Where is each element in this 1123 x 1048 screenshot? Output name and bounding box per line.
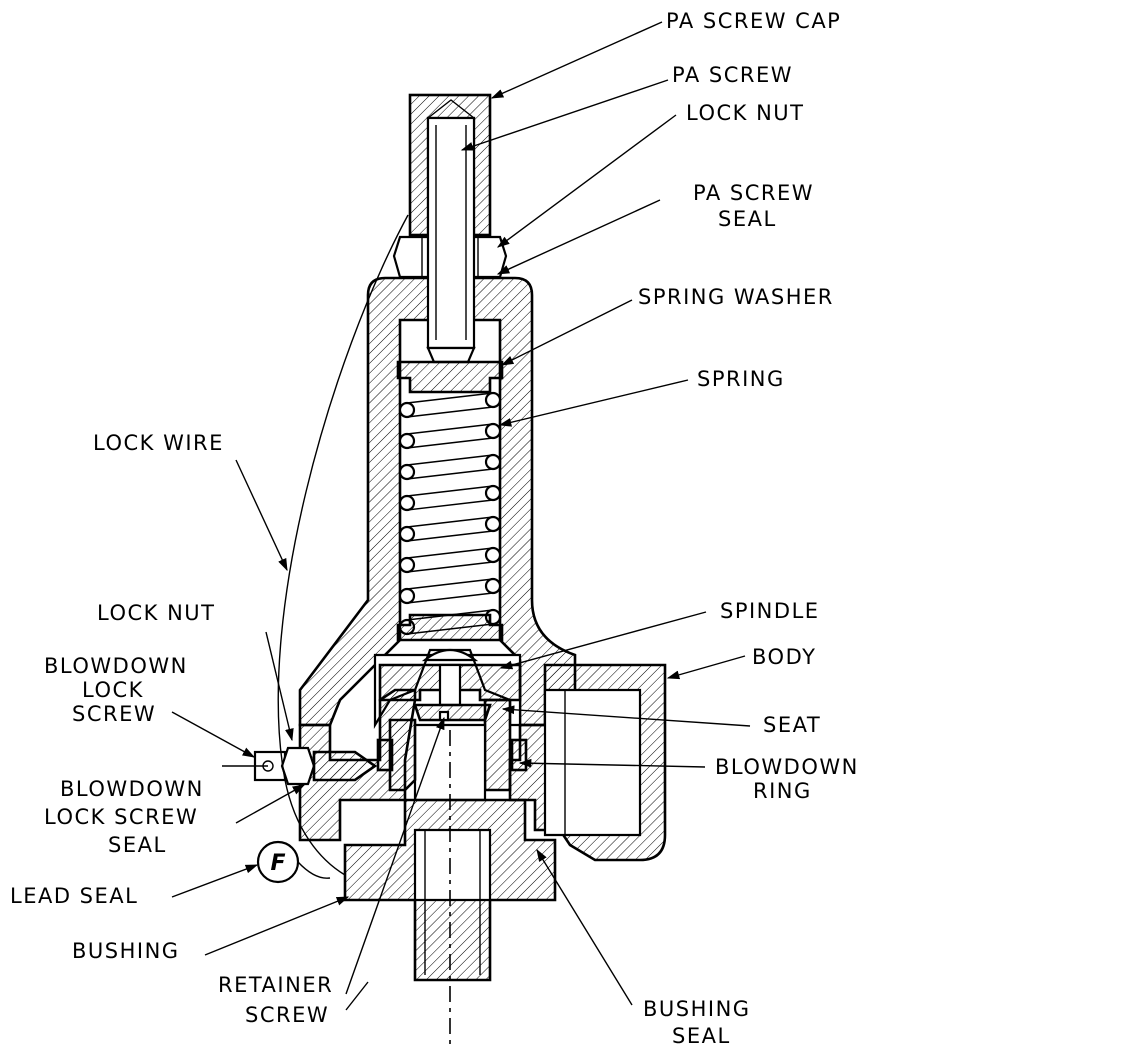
label-lead-seal: LEAD SEAL	[10, 884, 138, 908]
label-lock-wire: LOCK WIRE	[93, 431, 224, 455]
label-blowdown-lock-screw-line2: LOCK	[82, 678, 144, 702]
label-pa-screw-seal: PA SCREW	[693, 181, 814, 205]
spring-coil-left	[398, 494, 416, 512]
leader-lines	[171, 21, 751, 1011]
spring-coil-left	[398, 525, 416, 543]
spring-washer	[396, 360, 504, 394]
label-spring-washer: SPRING WASHER	[638, 285, 834, 309]
spindle	[378, 648, 522, 707]
label-lock-nut-side: LOCK NUT	[97, 601, 216, 625]
spring-coil-left	[398, 556, 416, 574]
pa-screw	[426, 116, 476, 364]
label-body: BODY	[752, 645, 816, 669]
label-blowdown-lock-screw-seal-line2: LOCK SCREW	[44, 805, 198, 829]
label-blowdown-lock-screw: BLOWDOWN	[44, 654, 188, 678]
spring-coil-right	[484, 577, 502, 595]
spring-coil-line	[406, 468, 494, 480]
label-seat: SEAT	[763, 713, 821, 737]
spring-coil-line	[406, 499, 494, 511]
spring-coil-line	[406, 530, 494, 542]
seat	[388, 703, 492, 802]
spring-coil-line	[406, 578, 494, 590]
callout-labels: PA SCREW CAP PA SCREW LOCK NUT PA SCREW …	[10, 9, 859, 1048]
label-retainer-screw-line2: SCREW	[245, 1003, 329, 1027]
label-retainer-screw: RETAINER	[218, 973, 333, 997]
label-bushing-seal-line2: SEAL	[672, 1024, 731, 1048]
label-pa-screw-seal-line2: SEAL	[718, 207, 777, 231]
bonnet	[298, 276, 577, 727]
label-bushing-seal: BUSHING	[643, 997, 751, 1021]
label-spring: SPRING	[697, 367, 785, 391]
spring-coil-line	[406, 392, 494, 404]
spring-coil-line	[406, 406, 494, 418]
spring-coil-line	[406, 485, 494, 497]
spring-coil-right	[484, 484, 502, 502]
label-pa-screw: PA SCREW	[672, 63, 793, 87]
label-bushing: BUSHING	[72, 939, 180, 963]
blowdown-lock-screw	[222, 746, 378, 786]
lead-seal-stamp: F	[270, 851, 285, 876]
spring-coil-left	[398, 401, 416, 419]
spring-coil-left	[398, 587, 416, 605]
label-lock-nut-top: LOCK NUT	[686, 101, 805, 125]
lock-wire	[277, 214, 409, 876]
label-pa-screw-cap: PA SCREW CAP	[666, 9, 841, 33]
spring	[398, 391, 502, 636]
label-blowdown-lock-screw-seal: BLOWDOWN	[60, 777, 204, 801]
spring-coil-right	[484, 422, 502, 440]
spring-coil-line	[406, 423, 494, 435]
spring-coil-left	[398, 432, 416, 450]
label-blowdown-lock-screw-line3: SCREW	[72, 702, 156, 726]
label-blowdown-lock-screw-seal-line3: SEAL	[108, 833, 167, 857]
label-blowdown-ring: BLOWDOWN	[715, 755, 859, 779]
spring-coil-right	[484, 515, 502, 533]
spring-coil-line	[406, 592, 494, 604]
spring-coil-right	[484, 546, 502, 564]
spring-coil-right	[484, 453, 502, 471]
spring-coil-line	[406, 437, 494, 449]
lead-seal: F	[256, 840, 331, 884]
spring-coil-line	[406, 561, 494, 573]
spring-coil-line	[406, 454, 494, 466]
spring-washer-bottom	[396, 613, 504, 642]
spring-coil-line	[406, 547, 494, 559]
spring-coil-left	[398, 463, 416, 481]
label-spindle: SPINDLE	[720, 599, 820, 623]
label-blowdown-ring-line2: RING	[753, 779, 812, 803]
spring-coil-right	[484, 391, 502, 409]
spring-coil-line	[406, 516, 494, 528]
